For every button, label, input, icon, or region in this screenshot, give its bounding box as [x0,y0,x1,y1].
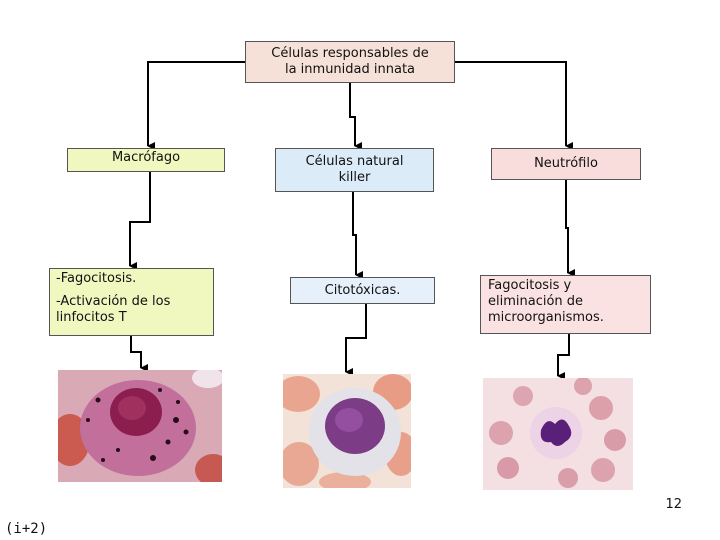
arrow-neutrofilo-detail [565,180,575,277]
arrow-root-macrofago [147,61,245,150]
arrow-macrofago-detail [129,172,151,270]
nk-title-line2: killer [338,170,371,185]
root-label-line2: la inmunidad innata [284,62,416,77]
macrofago-image [58,370,222,482]
arrow-nk-image [345,304,367,376]
arrow-neutrofilo-image [557,334,570,380]
root-label-line1: Células responsables de [271,46,429,61]
nk-cell-image [283,374,411,488]
macrofago-box: Macrófago [67,148,225,172]
page-number: 12 [665,497,682,512]
neutrofilo-box: Neutrófilo [491,148,641,180]
nk-box: Células natural killer [275,148,434,192]
macrofago-detail-2: -Activación de los linfocitos T [56,294,171,325]
nk-detail-1: Citotóxicas. [324,282,401,298]
macrofago-detail-box: -Fagocitosis. -Activación de los linfoci… [49,268,214,336]
arrow-macrofago-image [130,336,148,372]
nk-title-line1: Células natural [305,154,404,169]
neutrofilo-detail-1: Fagocitosis y eliminación de microorgani… [488,278,604,325]
footer-label: (i+2) [5,521,48,537]
macrofago-detail-1: -Fagocitosis. [56,271,137,286]
neutrofilo-title: Neutrófilo [534,156,598,171]
arrow-root-nk [349,83,362,150]
root-box: Células responsables de la inmunidad inn… [245,41,455,83]
neutrofilo-detail-box: Fagocitosis y eliminación de microorgani… [480,275,651,334]
macrofago-title: Macrófago [111,150,181,165]
nk-detail-box: Citotóxicas. [290,277,435,304]
neutrofilo-image [483,378,633,490]
arrow-nk-detail [352,192,363,279]
arrow-root-neutrofilo [455,61,573,150]
